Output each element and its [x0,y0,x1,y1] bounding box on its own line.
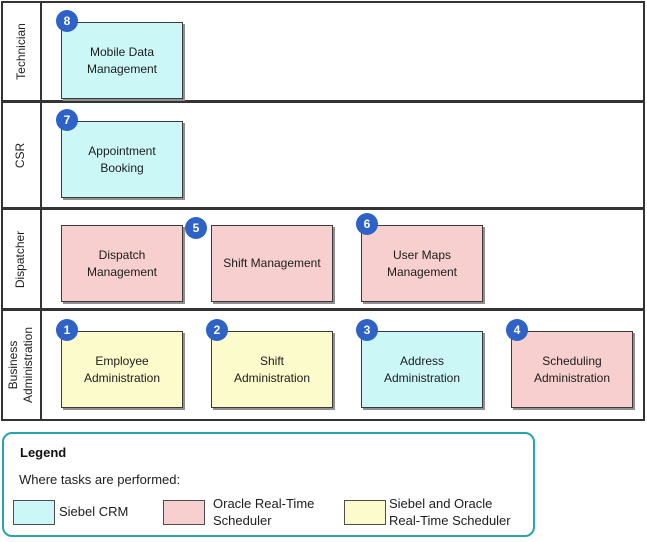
task-label: Appointment Booking [88,144,156,175]
task-label: Shift Administration [233,354,311,385]
task-label: Shift Management [223,256,321,271]
lane-label-text: CSR [13,142,28,168]
legend-subtitle: Where tasks are performed: [19,472,181,487]
lane-label-business-administration: Business Administration [1,311,41,419]
task-box-address-administration: 3 Address Administration [356,319,483,408]
task-number-badge: 6 [356,213,378,235]
legend-swatch-siebel-and-oracle-real-time-scheduler [344,500,386,525]
task-number-badge: 1 [56,319,78,341]
lane-label-text: Business Administration [6,326,35,404]
legend-panel: Legend Where tasks are performed: [2,432,535,537]
lane-label-technician: Technician [1,3,41,100]
legend-item-label: Siebel and Oracle Real-Time Scheduler [389,496,511,528]
task-number-badge: 7 [56,109,78,131]
task-number-badge: 2 [206,319,228,341]
legend-title: Legend [20,445,67,460]
lane-divider [1,308,645,311]
badge-number: 7 [63,113,71,127]
task-label: Dispatch Management [86,248,158,279]
lane-label-text: Technician [13,23,28,80]
lane-divider [1,100,645,103]
task-label: Address Administration [383,354,461,385]
lane-divider [1,207,645,210]
task-box-mobile-data-management: 8 Mobile Data Management [56,10,183,99]
task-number-badge: 5 [185,217,207,239]
task-label: Employee Administration [83,354,161,385]
badge-number: 1 [63,323,71,337]
lane-label-csr: CSR [1,103,41,207]
task-box-shift-management: 5 Shift Management [185,217,333,302]
legend-item-label: Oracle Real-Time Scheduler [213,496,315,528]
task-number-badge: 3 [356,319,378,341]
legend-item-label: Siebel CRM [59,504,129,519]
badge-number: 2 [213,323,221,337]
lane-label-text: Dispatcher [13,230,28,288]
lane-label-divider [40,1,42,420]
task-label: Scheduling Administration [533,354,611,385]
task-box-user-maps-management: 6 User Maps Management [356,213,483,302]
legend-swatch-siebel-crm [13,500,55,525]
badge-number: 8 [63,14,71,28]
task-number-badge: 8 [56,10,78,32]
task-box-shift-administration: 2 Shift Administration [206,319,333,408]
badge-number: 5 [192,221,200,235]
task-box-employee-administration: 1 Employee Administration [56,319,183,408]
task-number-badge: 4 [506,319,528,341]
badge-number: 3 [363,323,371,337]
task-box-scheduling-administration: 4 Scheduling Administration [506,319,633,408]
task-box-dispatch-management: Dispatch Management [61,225,183,302]
task-label: Mobile Data Management [86,45,158,76]
task-box-appointment-booking: 7 Appointment Booking [56,109,183,198]
legend-swatch-oracle-real-time-scheduler [163,500,205,525]
lane-label-dispatcher: Dispatcher [1,210,41,308]
badge-number: 4 [513,323,521,337]
task-label: User Maps Management [386,248,458,279]
badge-number: 6 [363,217,371,231]
